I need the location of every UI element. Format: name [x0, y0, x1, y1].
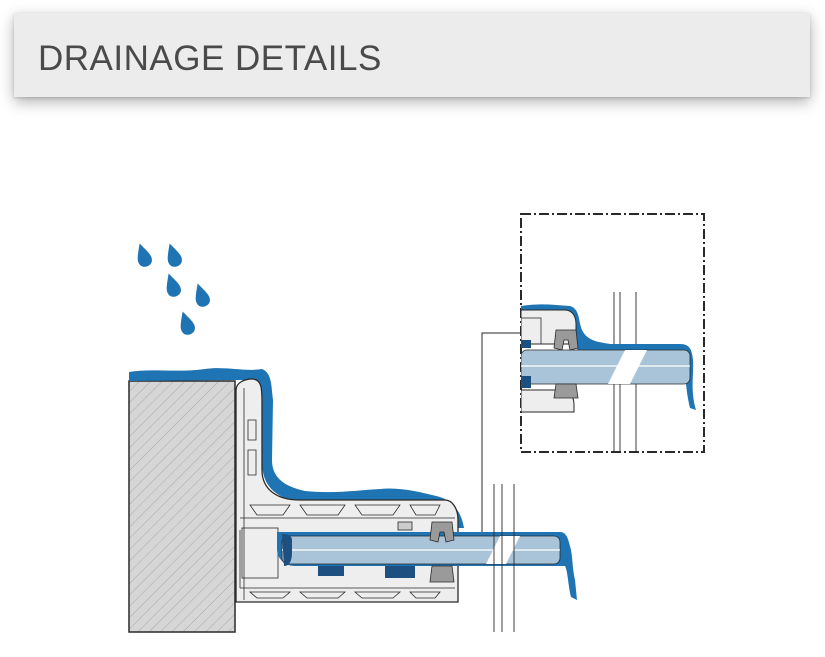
detail-callout	[520, 213, 705, 453]
rain-drop-icon	[175, 309, 197, 337]
concrete-wall	[128, 380, 236, 633]
gaskets	[397, 521, 455, 583]
mullion	[493, 484, 515, 632]
rain-drop-icon	[132, 241, 154, 269]
rain-drops	[132, 241, 212, 337]
leader-line	[481, 332, 521, 532]
rain-drop-icon	[162, 241, 184, 269]
page-title: DRAINAGE DETAILS	[38, 39, 382, 78]
title-banner: DRAINAGE DETAILS	[14, 13, 810, 97]
water-film	[129, 368, 464, 528]
rain-drop-icon	[161, 271, 183, 299]
rain-drop-icon	[190, 281, 212, 309]
